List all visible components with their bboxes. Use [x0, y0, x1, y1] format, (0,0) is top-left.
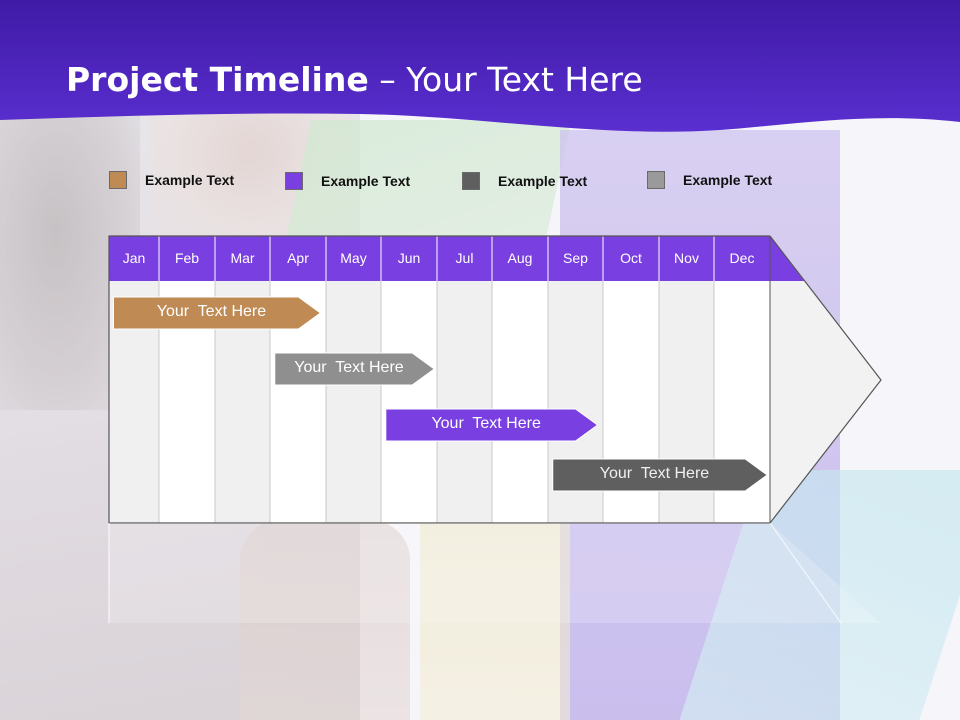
background-arm — [240, 520, 410, 720]
legend-label: Example Text — [498, 173, 588, 189]
header-wave — [0, 0, 960, 132]
legend-swatch — [462, 172, 480, 190]
background-yellow-bag — [420, 520, 570, 720]
legend-swatch — [285, 172, 303, 190]
legend-label: Example Text — [145, 172, 235, 188]
legend-swatch — [109, 171, 127, 189]
header-band: Project Timeline – Your Text Here — [0, 0, 960, 150]
legend-label: Example Text — [683, 172, 773, 188]
legend-swatch — [647, 171, 665, 189]
header-wave-shape — [0, 0, 960, 132]
title-rest: – Your Text Here — [368, 60, 643, 99]
title-bold: Project Timeline — [66, 60, 369, 99]
page-title: Project Timeline – Your Text Here — [66, 60, 643, 99]
legend-label: Example Text — [321, 173, 411, 189]
